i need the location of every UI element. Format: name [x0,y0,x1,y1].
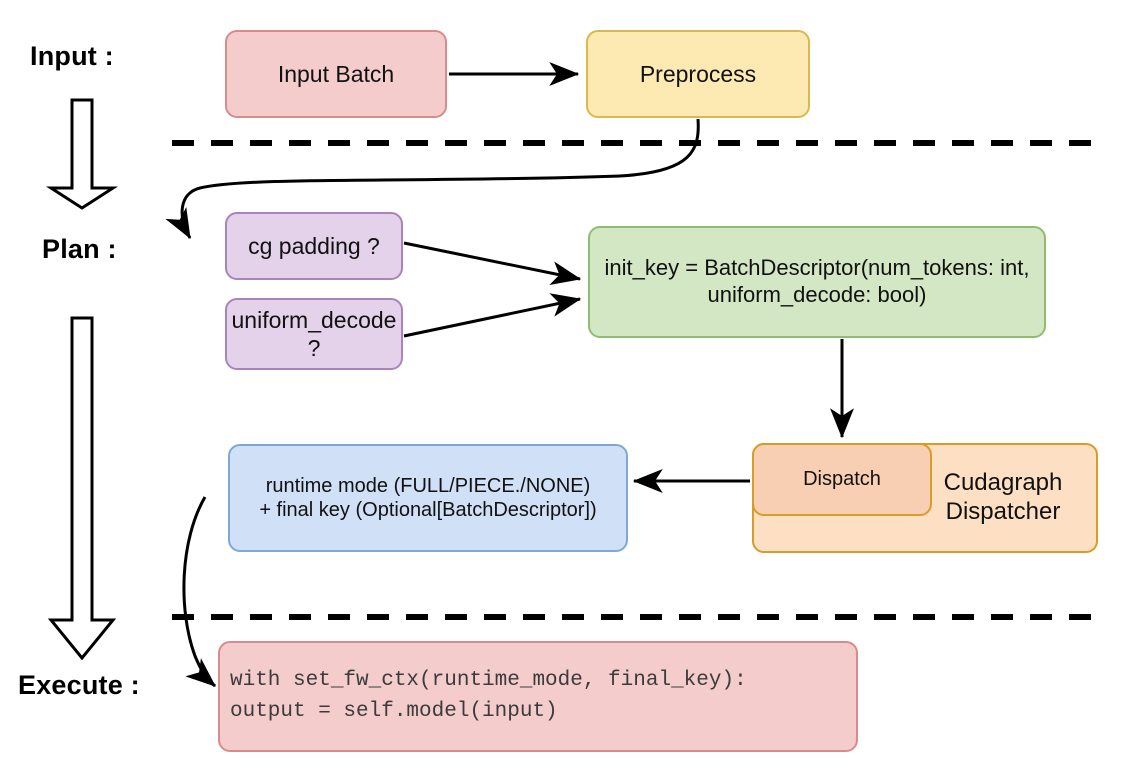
node-input-batch[interactable]: Input Batch [225,30,447,118]
node-input-batch-label: Input Batch [277,60,395,87]
node-uniform-decode[interactable]: uniform_decode ? [225,298,403,370]
node-cg-padding-label: cg padding ? [248,232,380,259]
arrow-cg-padding-to-init-key [403,241,582,285]
stage-label-plan: Plan : [42,234,117,264]
node-cg-padding[interactable]: cg padding ? [225,212,403,280]
node-init-key[interactable]: init_key = BatchDescriptor(num_tokens: i… [588,226,1046,338]
node-preprocess[interactable]: Preprocess [586,30,810,118]
arrow-runtime-mode-to-execute-code [182,496,216,688]
node-cudagraph-dispatcher-label: Cudagraph Dispatcher [943,469,1063,525]
stage-label-execute: Execute : [18,670,140,700]
stage-label-input: Input : [30,41,114,71]
input-to-plan-big-arrow [45,98,119,210]
node-preprocess-label: Preprocess [639,60,757,87]
node-runtime-mode-label: runtime mode (FULL/PIECE./NONE) + final … [259,474,597,521]
node-uniform-decode-label: uniform_decode ? [231,306,397,361]
node-execute-code[interactable]: with set_fw_ctx(runtime_mode, final_key)… [218,641,858,752]
node-init-key-label: init_key = BatchDescriptor(num_tokens: i… [604,255,1030,307]
plan-to-execute-big-arrow [47,316,117,661]
arrow-uniform-decode-to-init-key [403,293,582,338]
node-execute-code-label: with set_fw_ctx(runtime_mode, final_key)… [230,669,747,723]
node-runtime-mode[interactable]: runtime mode (FULL/PIECE./NONE) + final … [228,444,628,552]
node-dispatch-label: Dispatch [803,468,881,491]
node-dispatch[interactable]: Dispatch [752,443,932,516]
